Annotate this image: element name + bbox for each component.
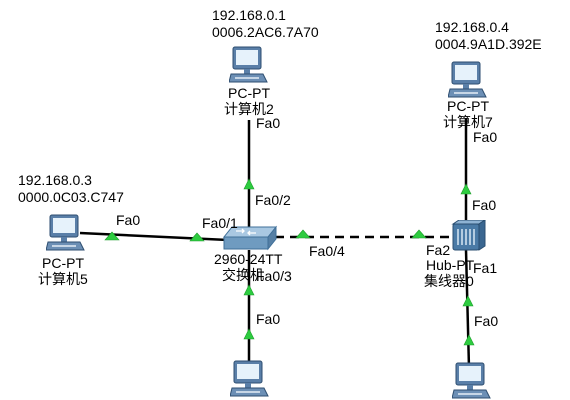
link-up-indicator — [189, 232, 205, 242]
pc7-name: 计算机7 — [443, 114, 493, 130]
pc-icon[interactable] — [448, 61, 488, 103]
hub-name: 集线器0 — [424, 273, 474, 289]
pc-icon[interactable] — [229, 46, 269, 88]
link-up-indicator — [243, 178, 255, 190]
switch-icon[interactable] — [222, 224, 278, 254]
link-up-indicator — [295, 229, 311, 239]
pc-port-label: Fa0 — [474, 313, 499, 329]
pc-icon[interactable] — [230, 360, 270, 400]
pc5-name: 计算机5 — [38, 271, 88, 287]
link-up-indicator — [411, 229, 427, 239]
hub-icon[interactable] — [450, 220, 486, 254]
link-hub-bottom-pc[interactable] — [464, 249, 471, 369]
switch-port-label: Fa0/1 — [202, 215, 238, 231]
pc-icon[interactable] — [46, 214, 86, 256]
switch-model: 2960-24TT — [214, 251, 283, 267]
hub-port-label: Fa1 — [473, 260, 498, 276]
switch-port-label: Fa0/4 — [309, 243, 345, 259]
pc7-mac: 0004.9A1D.392E — [435, 36, 542, 52]
link-up-indicator — [460, 183, 472, 195]
pc2-model: PC-PT — [228, 85, 270, 101]
link-up-indicator — [243, 328, 255, 340]
pc7-ip: 192.168.0.4 — [435, 19, 509, 35]
link-pc5-switch[interactable] — [79, 231, 229, 242]
pc-port-label: Fa0 — [256, 311, 281, 327]
pc5-model: PC-PT — [42, 255, 84, 271]
switch-name: 交换机 — [222, 267, 264, 283]
link-up-indicator — [462, 295, 474, 307]
link-up-indicator — [243, 284, 255, 296]
pc5-mac: 0000.0C03.C747 — [18, 189, 124, 205]
pc2-name: 计算机2 — [224, 101, 274, 117]
pc5-port-label: Fa0 — [116, 212, 141, 228]
link-up-indicator — [104, 231, 120, 241]
link-up-indicator — [463, 334, 475, 346]
pc7-model: PC-PT — [447, 98, 489, 114]
switch-port-label: Fa0/2 — [255, 192, 291, 208]
hub-model: Hub-PT — [426, 257, 475, 273]
pc7-port-label: Fa0 — [473, 129, 498, 145]
hub-port-label: Fa2 — [426, 242, 451, 258]
pc-icon[interactable] — [452, 362, 492, 400]
hub-port-label: Fa0 — [472, 197, 497, 213]
pc2-port-label: Fa0 — [256, 115, 281, 131]
pc5-ip: 192.168.0.3 — [18, 172, 92, 188]
pc2-ip: 192.168.0.1 — [212, 7, 286, 23]
pc2-mac: 0006.2AC6.7A70 — [212, 24, 319, 40]
switch-port-label: Fa0/3 — [256, 268, 292, 284]
